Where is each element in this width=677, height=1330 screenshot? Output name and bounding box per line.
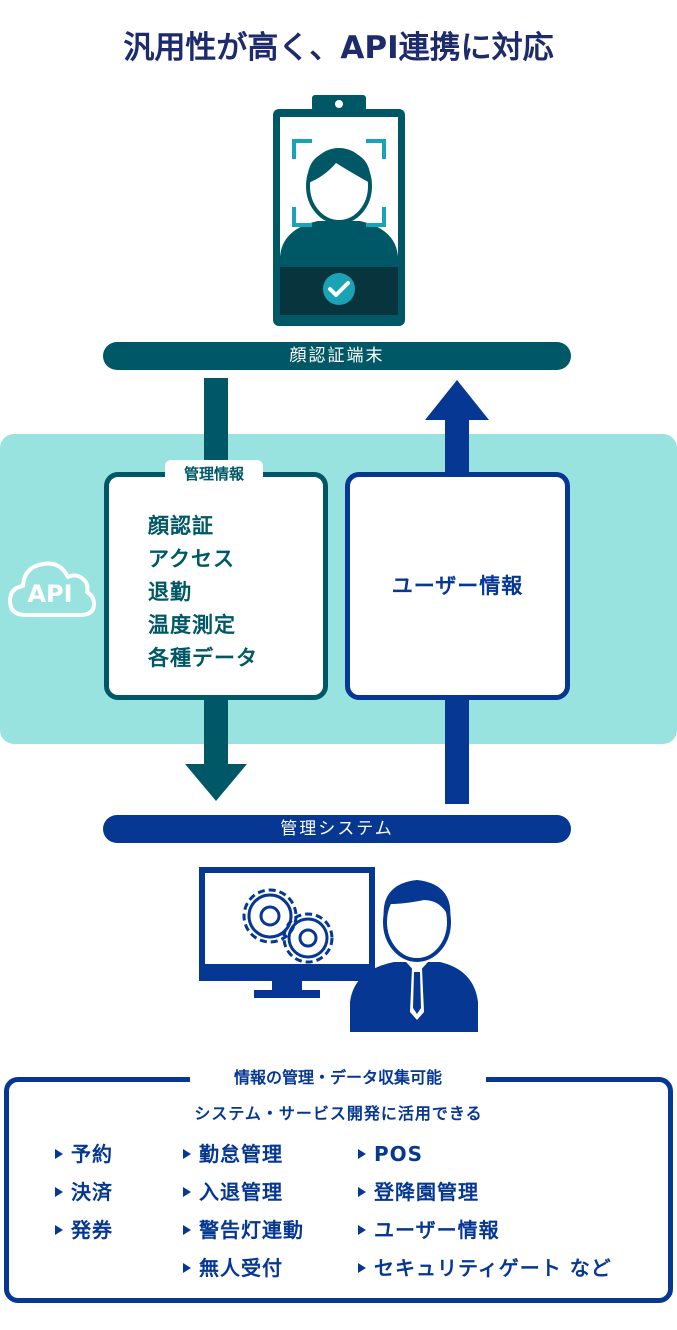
management-info-box: [104, 472, 328, 700]
api-label: API: [27, 580, 73, 608]
capabilities-column-3: POS 登降園管理 ユーザー情報 セキュリティゲート など: [358, 1141, 612, 1293]
bullet-triangle-icon: [55, 1186, 63, 1197]
list-item: 勤怠管理: [183, 1141, 304, 1179]
list-item: 警告灯連動: [183, 1217, 304, 1255]
list-item: 各種データ: [148, 646, 258, 670]
admin-computer-icon: [199, 867, 478, 1032]
list-item: POS: [358, 1141, 612, 1179]
list-item: 無人受付: [183, 1255, 304, 1293]
capabilities-subtitle: システム・サービス開発に活用できる: [194, 1104, 483, 1123]
api-cloud-band: [0, 434, 677, 744]
bullet-triangle-icon: [358, 1262, 366, 1273]
bullet-triangle-icon: [358, 1186, 366, 1197]
cloud-icon: [8, 561, 96, 617]
list-item: 退勤: [148, 580, 192, 604]
list-item: 発券: [55, 1217, 113, 1255]
face-terminal-label: 顔認証端末: [103, 342, 571, 370]
management-info-list: 顔認証 アクセス 退勤 温度測定 各種データ: [148, 510, 258, 675]
bullet-triangle-icon: [183, 1148, 191, 1159]
list-item: ユーザー情報: [358, 1217, 612, 1255]
bullet-triangle-icon: [55, 1148, 63, 1159]
list-item: 登降園管理: [358, 1179, 612, 1217]
bullet-triangle-icon: [55, 1224, 63, 1235]
list-item: アクセス: [148, 547, 235, 571]
management-info-label: 管理情報: [165, 460, 263, 488]
list-item: 顔認証: [148, 514, 214, 538]
list-item: 予約: [55, 1141, 113, 1179]
bullet-triangle-icon: [358, 1224, 366, 1235]
face-terminal-icon: [273, 95, 405, 326]
capabilities-column-2: 勤怠管理 入退管理 警告灯連動 無人受付: [183, 1141, 304, 1293]
page-title: 汎用性が高く、API連携に対応: [123, 30, 554, 66]
bullet-triangle-icon: [183, 1186, 191, 1197]
bullet-triangle-icon: [183, 1224, 191, 1235]
list-item: セキュリティゲート など: [358, 1255, 612, 1293]
list-item: 決済: [55, 1179, 113, 1217]
management-system-label: 管理システム: [103, 815, 571, 843]
bullet-triangle-icon: [358, 1148, 366, 1159]
bullet-triangle-icon: [183, 1262, 191, 1273]
user-info-label: ユーザー情報: [391, 574, 524, 598]
list-item: 入退管理: [183, 1179, 304, 1217]
capabilities-label: 情報の管理・データ収集可能: [190, 1064, 486, 1092]
capabilities-column-1: 予約 決済 発券: [55, 1141, 113, 1255]
user-info-box: [345, 472, 570, 700]
list-item: 温度測定: [148, 613, 236, 637]
